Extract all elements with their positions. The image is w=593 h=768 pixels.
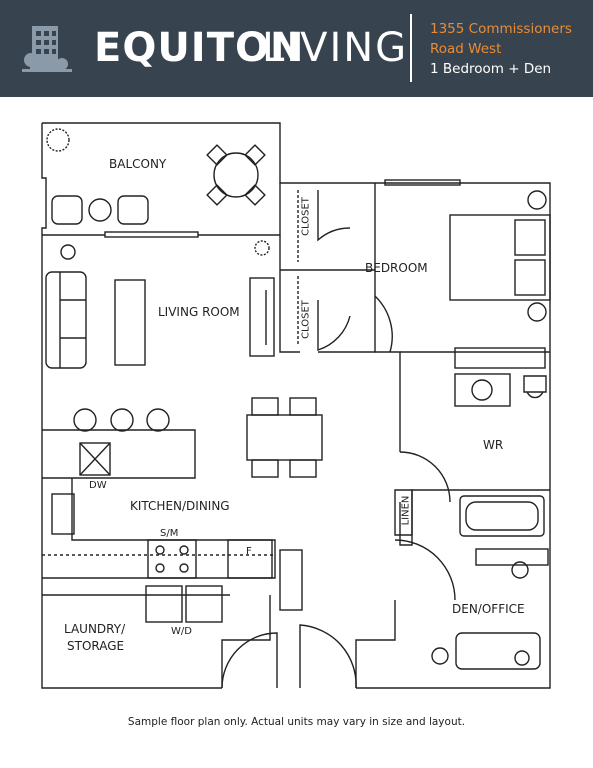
fridge [227,539,273,579]
bar-stool [73,408,97,432]
outer-wall-left [41,123,222,689]
washer [145,585,183,623]
label-closet-top: CLOSET [300,197,312,236]
nightstand [527,190,547,210]
living-lamp [60,244,76,260]
dining-table [246,414,323,461]
den-door [394,539,456,601]
sink [51,493,75,535]
closet-door-top [317,190,351,242]
floor-plan [41,122,551,689]
balcony-sliding-door [104,231,199,238]
laundry-wall [42,594,271,688]
den-wall-lower [355,600,396,688]
balcony-chair-left [51,195,83,225]
bar-stool [146,408,170,432]
closet-door-bottom [317,300,351,351]
bed [449,214,551,301]
sink-wr [454,373,511,407]
washroom-door [399,451,451,503]
bedroom-door [374,295,401,452]
coat-door [299,624,357,689]
label-kitchen-dining: KITCHEN/DINING [130,499,230,513]
header-divider [410,14,412,82]
desk-chair [511,561,529,579]
footer-note: Sample floor plan only. Actual units may… [127,716,466,728]
kitchen-counter [42,478,276,579]
kitchen-island [42,429,196,479]
label-bedroom: BEDROOM [365,261,428,275]
label-laundry: LAUNDRY/ [64,622,126,636]
header-bar: EQUITON LIVING 1355 Commissioners Road W… [0,0,593,97]
address-line-1: 1355 Commissioners [430,21,572,37]
label-stove-microwave: S/M [160,528,179,539]
label-linen: LINEN [400,495,412,526]
label-fridge: F [246,546,252,557]
balcony-plant [46,128,70,152]
coffee-table [114,279,146,366]
label-living-room: LIVING ROOM [158,305,240,319]
dishwasher [79,442,111,476]
balcony-table [88,198,112,222]
unit-type: 1 Bedroom + Den [430,61,552,77]
sofa [45,271,87,369]
balcony-chair-right [117,195,149,225]
brand-name-bold: EQUITON [94,25,305,71]
label-balcony: BALCONY [109,157,167,171]
outer-wall [42,122,551,689]
label-den-office: DEN/OFFICE [452,602,525,616]
label-storage: STORAGE [67,639,125,653]
bathtub [459,495,545,537]
address-line-2: Road West [430,41,502,57]
building-tree-icon [22,26,72,72]
desk [475,548,549,566]
label-washer-dryer: W/D [171,626,192,637]
brand-name-light: LIVING [262,25,409,71]
label-washroom: WR [483,438,504,452]
bar-stool [110,408,134,432]
patio-table [213,152,259,198]
balcony-wall [42,183,281,236]
tv-console [249,277,275,357]
bedroom-window [384,179,461,186]
entry-door [221,632,278,689]
vanity [454,347,546,369]
stove-burners [155,545,189,573]
den-wall [399,489,550,546]
stove [147,539,197,579]
label-dishwasher: DW [89,480,107,491]
shelf-unit [279,549,303,611]
toilet [523,375,547,399]
dryer [185,585,223,623]
den-sofa [455,632,541,670]
label-closet-bottom: CLOSET [300,300,312,339]
closet-wall [279,183,376,353]
linen-closet [394,489,413,536]
living-plant [254,240,270,256]
